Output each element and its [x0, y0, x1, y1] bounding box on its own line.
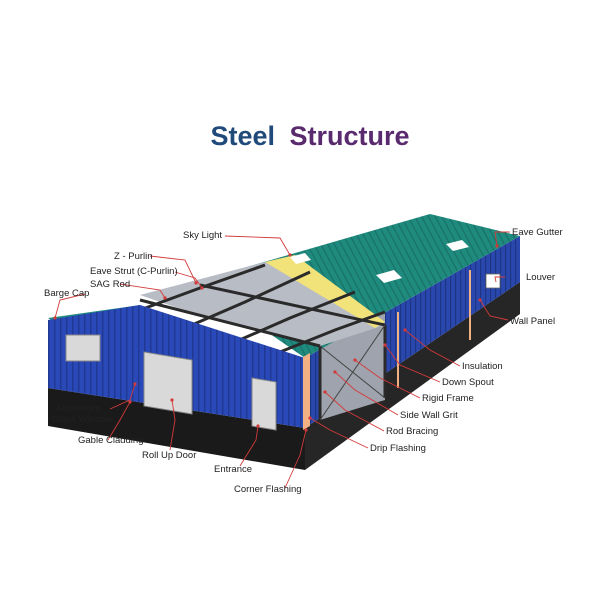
insulation-strip [265, 255, 385, 328]
skylight-1 [290, 253, 311, 264]
building-illustration [48, 214, 520, 470]
label-z-purlin: Z - Purlin [114, 251, 153, 262]
exposed-roof-frame [140, 262, 385, 346]
rigid-frame [139, 263, 387, 420]
title-word-structure: Structure [290, 121, 410, 151]
label-sag-rod: SAG Rod [90, 279, 130, 290]
label-down-spout: Down Spout [442, 377, 494, 388]
diagram-title: Steel Structure [210, 121, 409, 151]
skylight-2 [376, 270, 402, 283]
component-labels: Sky Light Eave Gutter Z - Purlin Eave St… [44, 227, 563, 495]
label-barge-cap: Barge Cap [44, 288, 89, 299]
label-eave-strut: Eave Strut (C-Purlin) [90, 266, 178, 277]
corner-flashing-strip [303, 353, 310, 430]
label-louver: Louver [526, 272, 555, 283]
glass-window [65, 334, 101, 362]
label-rod-bracing: Rod Bracing [386, 426, 438, 437]
title-word-steel: Steel [210, 121, 275, 151]
label-aluminium-line2: Glass Window [52, 414, 113, 425]
foundation-side [305, 282, 520, 470]
label-aluminium-line1: Aluminium [56, 403, 100, 414]
label-insulation: Insulation [462, 361, 503, 372]
label-sky-light: Sky Light [183, 230, 222, 241]
label-drip-flashing: Drip Flashing [370, 443, 426, 454]
entrance-door [251, 377, 277, 431]
leader-lines [53, 231, 510, 489]
roll-up-door [143, 351, 193, 415]
foundation-front [48, 388, 305, 470]
label-gable-cladding: Gable Cladding [78, 435, 144, 446]
label-rigid-frame: Rigid Frame [422, 393, 474, 404]
label-roll-up-door: Roll Up Door [142, 450, 196, 461]
louver [485, 273, 501, 289]
label-entrance: Entrance [214, 464, 252, 475]
label-side-wall-grit: Side Wall Grit [400, 410, 458, 421]
label-eave-gutter: Eave Gutter [512, 227, 563, 238]
label-wall-panel: Wall Panel [510, 316, 555, 327]
label-corner-flashing: Corner Flashing [234, 484, 302, 495]
skylight-3 [446, 240, 469, 251]
rod-bracing [319, 324, 386, 421]
